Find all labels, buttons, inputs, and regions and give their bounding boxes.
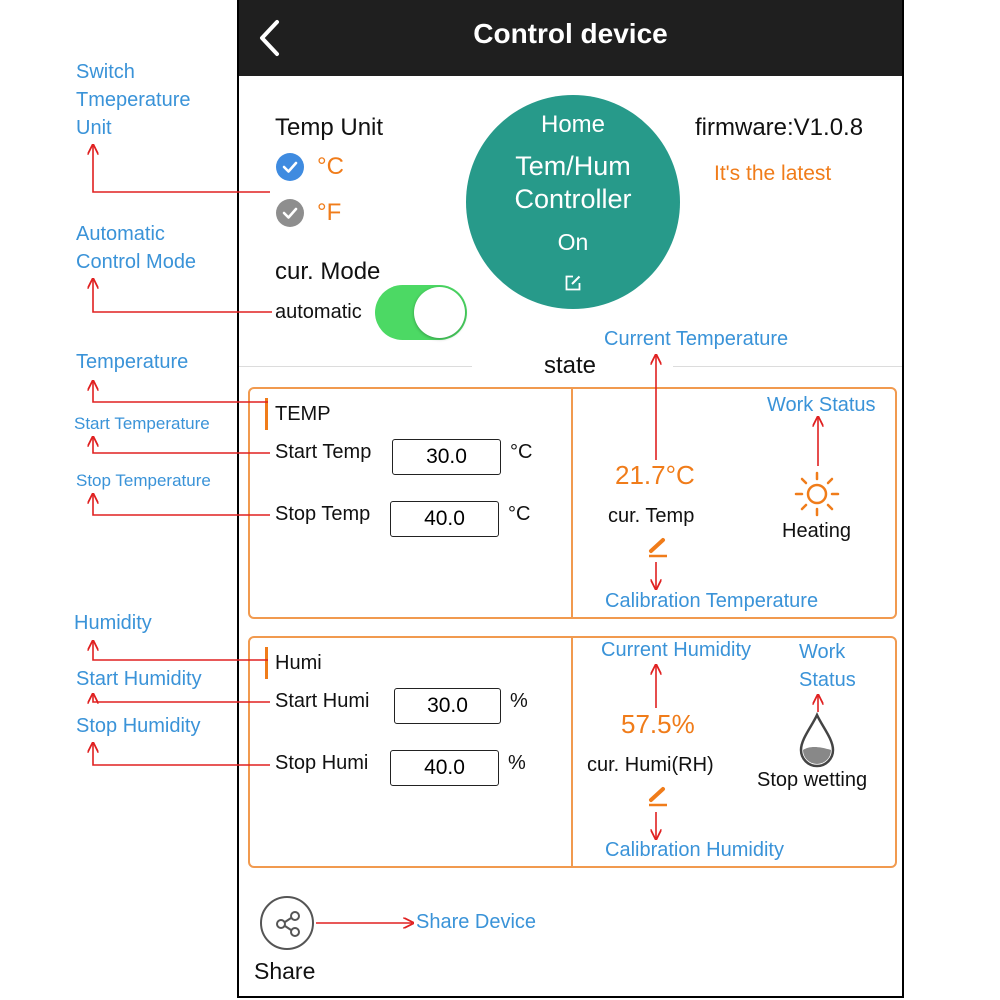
- celsius-option-label: °C: [317, 153, 344, 180]
- humi-work-status: Stop wetting: [757, 769, 868, 791]
- firmware-status: It's the latest: [714, 162, 832, 185]
- state-divider-left: [239, 366, 472, 367]
- device-type-line2: Controller: [514, 184, 632, 214]
- annotation-temperature: Temperature: [76, 351, 189, 373]
- arrow-stop-humidity: [93, 744, 270, 766]
- current-temp-value: 21.7°C: [615, 460, 695, 490]
- stop-temp-input[interactable]: [390, 501, 499, 537]
- auto-mode-toggle[interactable]: [375, 285, 467, 340]
- stop-humi-unit: %: [508, 752, 526, 774]
- annotation-calibration-temperature: Calibration Temperature: [605, 590, 819, 612]
- firmware-version: firmware:V1.0.8: [695, 114, 864, 141]
- state-label: state: [544, 352, 597, 379]
- start-humi-unit: %: [510, 690, 528, 712]
- arrow-humidity: [93, 642, 268, 661]
- fahrenheit-radio[interactable]: [276, 199, 304, 227]
- annotation-auto-mode-line1: Automatic: [76, 223, 165, 245]
- state-divider-right: [673, 366, 902, 367]
- arrow-stop-temperature: [93, 495, 270, 516]
- start-humi-input[interactable]: [394, 688, 501, 724]
- device-power-status: On: [557, 229, 589, 255]
- calibrate-humi-pencil-icon[interactable]: [647, 785, 669, 807]
- annotation-current-temperature: Current Temperature: [604, 328, 789, 350]
- current-temp-label: cur. Temp: [608, 505, 695, 527]
- humi-title-marker: [265, 647, 268, 679]
- arrow-switch-unit: [93, 146, 270, 193]
- start-temp-unit: °C: [510, 441, 533, 463]
- check-icon: [282, 161, 298, 173]
- device-type-line1: Tem/Hum: [515, 151, 631, 181]
- temp-unit-label: Temp Unit: [275, 114, 384, 141]
- annotation-switch-unit-line1: Switch: [76, 61, 135, 83]
- share-label: Share: [254, 958, 316, 984]
- stop-temp-label: Stop Temp: [275, 503, 371, 525]
- share-icon: [276, 911, 300, 937]
- check-icon: [282, 207, 298, 219]
- fahrenheit-option-label: °F: [317, 199, 342, 226]
- edit-icon[interactable]: [564, 274, 582, 292]
- annotation-switch-unit-line2: Tmeperature: [76, 89, 191, 111]
- temp-panel-title: TEMP: [275, 403, 331, 425]
- toggle-knob: [414, 287, 465, 338]
- arrow-start-temperature: [93, 438, 270, 454]
- arrow-auto-mode: [93, 280, 272, 313]
- annotation-humidity: Humidity: [74, 612, 152, 634]
- celsius-radio[interactable]: [276, 153, 304, 181]
- current-humi-label: cur. Humi(RH): [587, 754, 714, 776]
- phone-screen: Control device Temp Unit °C °F cur. Mode…: [237, 0, 904, 998]
- annotation-work-status-humi-line1: Work: [799, 641, 846, 663]
- mode-label: cur. Mode: [275, 258, 381, 285]
- temp-panel-divider: [571, 387, 573, 619]
- start-temp-input[interactable]: [392, 439, 501, 475]
- annotation-share-device: Share Device: [416, 911, 537, 933]
- share-button[interactable]: [260, 896, 314, 950]
- stop-humi-label: Stop Humi: [275, 752, 369, 774]
- annotation-switch-unit-line3: Unit: [76, 117, 112, 139]
- stop-temp-unit: °C: [508, 503, 531, 525]
- annotation-start-temperature: Start Temperature: [74, 414, 210, 433]
- annotation-work-status-temp: Work Status: [767, 394, 876, 416]
- page-title: Control device: [473, 18, 668, 49]
- humi-panel-divider: [571, 636, 573, 868]
- arrow-start-humidity: [93, 695, 270, 702]
- device-info-circle[interactable]: Home Tem/Hum Controller On: [466, 95, 680, 309]
- stop-humi-input[interactable]: [390, 750, 499, 786]
- device-name: Home: [540, 111, 606, 138]
- annotation-stop-temperature: Stop Temperature: [76, 471, 211, 490]
- back-chevron-icon[interactable]: [257, 19, 281, 57]
- current-humi-value: 57.5%: [621, 709, 695, 739]
- temp-title-marker: [265, 398, 268, 430]
- annotation-start-humidity: Start Humidity: [76, 668, 202, 690]
- annotation-stop-humidity: Stop Humidity: [76, 715, 201, 737]
- arrow-temperature: [93, 382, 268, 403]
- annotation-work-status-humi-line2: Status: [799, 669, 856, 691]
- annotation-auto-mode-line2: Control Mode: [76, 251, 197, 273]
- temp-work-status: Heating: [782, 520, 851, 542]
- annotation-calibration-humidity: Calibration Humidity: [605, 839, 784, 861]
- sun-icon: [794, 471, 840, 517]
- start-humi-label: Start Humi: [275, 690, 370, 712]
- mode-value: automatic: [275, 301, 362, 323]
- calibrate-temp-pencil-icon[interactable]: [647, 536, 669, 558]
- humi-panel-title: Humi: [275, 652, 322, 674]
- start-temp-label: Start Temp: [275, 441, 372, 463]
- droplet-icon: [799, 712, 835, 768]
- annotation-current-humidity: Current Humidity: [601, 639, 752, 661]
- navigation-bar: Control device: [239, 0, 902, 76]
